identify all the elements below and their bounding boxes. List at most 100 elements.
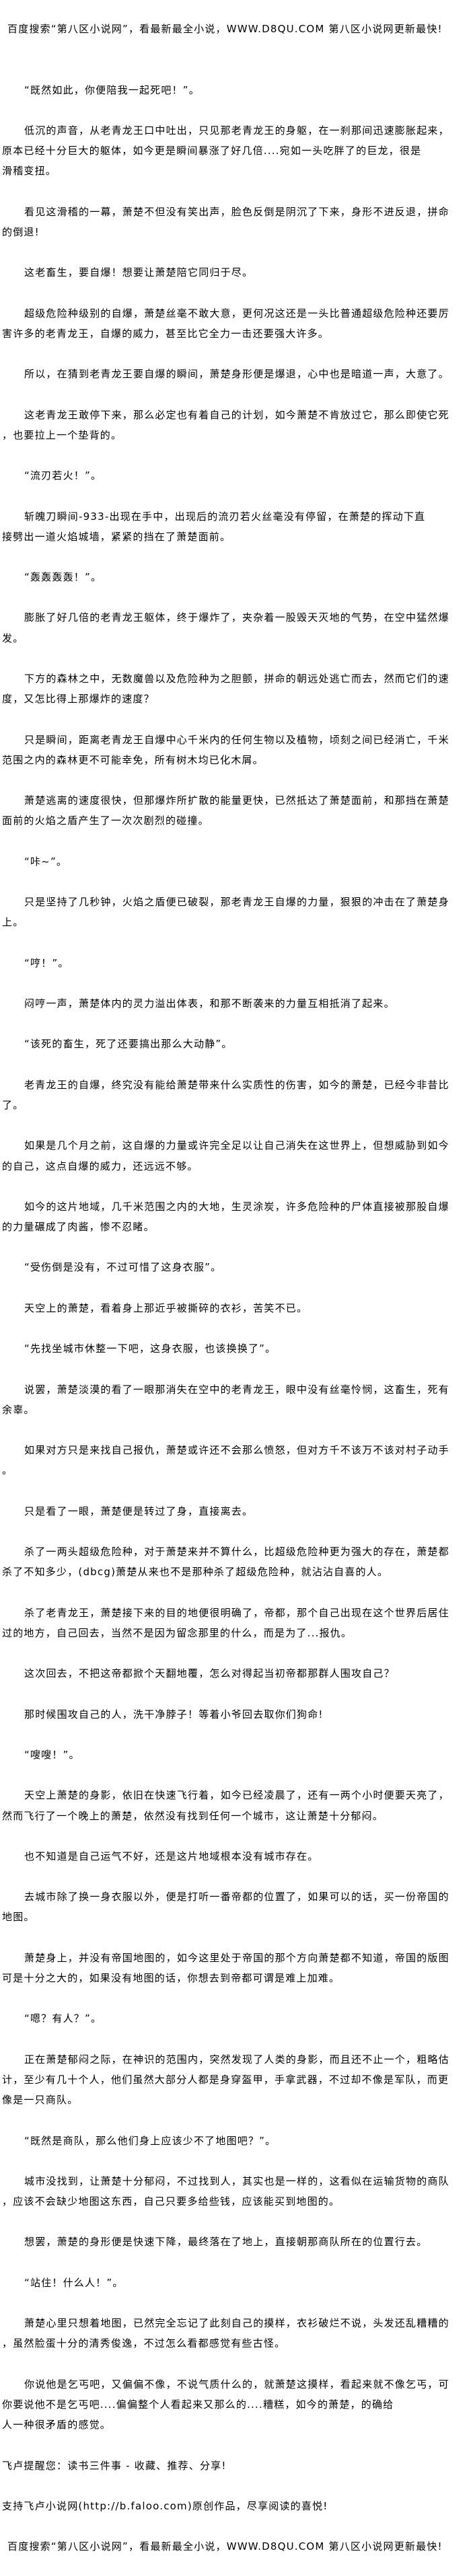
paragraph: “轰轰轰轰！”。	[0, 567, 471, 587]
paragraph-line: 那时候围攻自己的人，洗干净脖子！等着小爷回去取你们狗命!	[24, 1708, 324, 1720]
paragraph-line: 杀了老青龙王，萧楚接下来的目的地便很明确了，帝都，那个自己出现在这个世界后居住	[24, 1606, 449, 1619]
paragraph: “该死的畜生，死了还要搞出那么大动静”。	[0, 1034, 471, 1054]
paragraph-line: 这老畜生，要自爆！想要让萧楚陪它同归于尽。	[24, 266, 254, 279]
paragraph-line: 的倒退!	[2, 225, 40, 238]
paragraph-line: 面前的火焰之盾产生了一次次剧烈的碰撞。	[2, 815, 209, 827]
paragraph: 膨胀了好几倍的老青龙王躯体，终于爆炸了，夹杂着一股毁天灭地的气势，在空中猛然爆发…	[0, 607, 471, 648]
paragraph: 如今的这片地域，几千米范围之内的大地，生灵涂炭，许多危险种的尸体直接被那股自爆的…	[0, 1197, 471, 1237]
paragraph: “既然如此，你便陪我一起死吧！”。	[0, 80, 471, 100]
paragraph: 这次回去，不把这帝都掀个天翻地覆，怎么对得起当初帝都那群人围攻自己？	[0, 1663, 471, 1683]
footer-support-link[interactable]: 支持飞卢小说网(http://b.faloo.com)原创作品，尽享阅读的喜悦!	[2, 2499, 328, 2512]
paragraph-line: 地图。	[2, 1911, 35, 1924]
paragraph-line: 的力量碾成了肉酱，惨不忍睹。	[2, 1221, 155, 1234]
paragraph-line: 余辜。	[2, 1403, 35, 1416]
paragraph-line: 只是瞬间，距离老青龙王自爆中心千米内的任何生物以及植物，顷刻之间已经消亡，千米	[24, 733, 449, 746]
paragraph: 所以，在猜到老青龙王要自爆的瞬间，萧楚身形便是爆退，心中也是暗道一声，大意了。	[0, 364, 471, 384]
paragraph-line: 滑稽变扭。	[2, 165, 57, 178]
paragraph-line: 老青龙王的自爆，终究没有能给萧楚带来什么实质性的伤害，如今的萧楚，已经今非昔比	[24, 1078, 449, 1091]
chapter-document: 百度搜索“第八区小说网”，看最新最全小说，WWW.D8QU.COM 第八区小说网…	[0, 19, 471, 2556]
paragraph: “嗖嗖！”。	[0, 1745, 471, 1765]
paragraph-line: ，也要拉上一个垫背的。	[2, 428, 122, 441]
paragraph-line: 原本已经十分巨大的躯体，如今更是瞬间暴涨了好几倍....宛如一头吃胖了的巨龙，很…	[2, 145, 422, 157]
paragraph: 低沉的声音，从老青龙王口中吐出，只见那老青龙王的身躯，在一刹那间迅速膨胀起来， 原…	[0, 120, 471, 182]
paragraph-line: 上。	[2, 916, 24, 929]
paragraph-line: 萧楚心里只想着地图，已然完全忘记了此刻自己的摸样，衣衫破烂不说，头发还乱糟糟的	[24, 2317, 449, 2330]
paragraph: “受伤倒是没有，不过可惜了这身衣服”。	[0, 1257, 471, 1277]
site-banner-top: 百度搜索“第八区小说网”，看最新最全小说，WWW.D8QU.COM 第八区小说网…	[7, 23, 443, 35]
paragraph-line: “站住！什么人！”。	[24, 2276, 124, 2289]
paragraph: “流刃若火！”。	[0, 465, 471, 486]
paragraph: 只是坚持了几秒钟，火焰之盾便已破裂，那老青龙王自爆的力量，狠狠的冲击在了萧楚身上…	[0, 892, 471, 932]
paragraph-line: 斩魄刀瞬间-933-出现在手中，出现后的流刃若火丝毫没有停留，在萧楚的挥动下直	[24, 510, 426, 523]
paragraph: 老青龙王的自爆，终究没有能给萧楚带来什么实质性的伤害，如今的萧楚，已经今非昔比了…	[0, 1075, 471, 1115]
paragraph-line: 超级危险种级别的自爆，萧楚丝毫不敢大意，更何况这还是一头比普通超级危险种还要厉	[24, 307, 449, 319]
site-banner-bottom: 百度搜索“第八区小说网”，看最新最全小说，WWW.D8QU.COM 第八区小说网…	[7, 2540, 443, 2553]
paragraph-line: “嗖嗖！”。	[24, 1748, 80, 1761]
paragraph: 杀了老青龙王，萧楚接下来的目的地便很明确了，帝都，那个自己出现在这个世界后居住过…	[0, 1603, 471, 1643]
paragraph-line: “流刃若火！”。	[24, 469, 102, 482]
paragraph-line: 发。	[2, 632, 24, 644]
paragraph: “哼！”。	[0, 953, 471, 973]
paragraph: 那时候围攻自己的人，洗干净脖子！等着小爷回去取你们狗命!	[0, 1704, 471, 1725]
paragraph-line: 闷哼一声，萧楚体内的灵力溢出体表，和那不断袭来的力量互相抵消了起来。	[24, 997, 395, 1010]
paragraph-line: 的自己，这点自爆的威力，还远远不够。	[2, 1160, 198, 1172]
paragraph-line: 如今的这片地域，几千米范围之内的大地，生灵涂炭，许多危险种的尸体直接被那股自爆	[24, 1200, 449, 1213]
paragraph-line: ，应该不会缺少地图这东西，自己只要多给些钱，应该能买到地图的。	[2, 2195, 340, 2208]
paragraph: 闷哼一声，萧楚体内的灵力溢出体表，和那不断袭来的力量互相抵消了起来。	[0, 993, 471, 1014]
paragraph: 下方的森林之中，无数魔兽以及危险种为之胆颤，拼命的朝远处逃亡而去，然而它们的速度…	[0, 669, 471, 709]
paragraph-line: 过的地方，自己回去，当然不是因为留念那里的什么，而是为了...报仇。	[2, 1626, 353, 1639]
paragraph: 这老畜生，要自爆！想要让萧楚陪它同归于尽。	[0, 262, 471, 282]
paragraph: 看见这滑稽的一幕，萧楚不但没有笑出声，脸色反倒是阴沉了下来，身形不进反退，拼命的…	[0, 202, 471, 242]
paragraph-line: 计，至少有几十个人，他们虽然大部分人都是身穿盔甲，手拿武器，不过却不像是军队，而…	[2, 2073, 449, 2086]
paragraph-line: 人一种很矛盾的感觉。	[2, 2419, 112, 2431]
paragraph: “站住！什么人！”。	[0, 2273, 471, 2293]
paragraph: 超级危险种级别的自爆，萧楚丝毫不敢大意，更何况这还是一头比普通超级危险种还要厉害…	[0, 303, 471, 344]
paragraph-line: 萧楚逃离的速度很快，但那爆炸所扩散的能量更快，已然抵达了萧楚面前，和那挡在萧楚	[24, 794, 449, 807]
paragraph-line: 低沉的声音，从老青龙王口中吐出，只见那老青龙王的身躯，在一刹那间迅速膨胀起来，	[24, 124, 449, 137]
paragraph-line: “既然是商队，那么他们身上应该少不了地图吧？”。	[24, 2134, 277, 2147]
paragraph-line: 这老青龙王敢停下来，那么必定也有着自己的计划，如今萧楚不肯放过它，那么即使它死	[24, 408, 449, 421]
paragraph-line: 杀了一两头超级危险种，对于萧楚来并不算什么，比超级危险种更为强大的存在，萧楚都	[24, 1546, 449, 1558]
paragraph-line: 天空上萧楚的身影，依旧在快速飞行着，如今已经凌晨了，还有一两个小时便要天亮了，	[24, 1789, 449, 1802]
paragraph-line: 看见这滑稽的一幕，萧楚不但没有笑出声，脸色反倒是阴沉了下来，身形不进反退，拼命	[24, 205, 449, 218]
paragraph-line: “嗯？有人？”。	[24, 2012, 102, 2025]
paragraph-line: 只是看了一眼，萧楚便是转过了身，直接离去。	[24, 1505, 254, 1517]
paragraph: 去城市除了换一身衣服以外，便是打听一番帝都的位置了，如果可以的话，买一份帝国的地…	[0, 1887, 471, 1927]
paragraph-line: 所以，在猜到老青龙王要自爆的瞬间，萧楚身形便是爆退，心中也是暗道一声，大意了。	[24, 368, 449, 381]
paragraph: 斩魄刀瞬间-933-出现在手中，出现后的流刃若火丝毫没有停留，在萧楚的挥动下直接…	[0, 506, 471, 547]
paragraph: “既然是商队，那么他们身上应该少不了地图吧？”。	[0, 2131, 471, 2151]
paragraph: 如果对方只是来找自己报仇，萧楚或许还不会那么愤怒，但对方千不该万不该对村子动手。	[0, 1440, 471, 1480]
paragraph-line: 像是一只商队。	[2, 2094, 79, 2107]
paragraph-line: 你说他是乞丐吧，又偏偏不像，不说气质什么的，就萧楚这摸样，看起来就不像乞丐，可	[24, 2378, 449, 2390]
paragraph-line: 这次回去，不把这帝都掀个天翻地覆，怎么对得起当初帝都那群人围攻自己？	[24, 1667, 395, 1680]
paragraph-line: 说罢，萧楚淡漠的看了一眼那消失在空中的老青龙王，眼中没有丝毫怜悯，这畜生，死有	[24, 1383, 449, 1396]
paragraph-line: 害许多的老青龙王，自爆的威力，甚至比它全力一击还要强大许多。	[2, 327, 330, 340]
paragraph: 只是瞬间，距离老青龙王自爆中心千米内的任何生物以及植物，顷刻之间已经消亡，千米范…	[0, 730, 471, 770]
paragraph-line: ，虽然脸蛋十分的清秀俊逸，不过怎么看都感觉有些古怪。	[2, 2337, 286, 2350]
paragraph: 这老青龙王敢停下来，那么必定也有着自己的计划，如今萧楚不肯放过它，那么即使它死 ，…	[0, 405, 471, 445]
paragraph-line: 度，又怎比得上那爆炸的速度？	[2, 693, 155, 706]
paragraph: 正在萧楚郁闷之际，在神识的范围内，突然发现了人类的身影，而且还不止一个，粗略估计…	[0, 2049, 471, 2111]
paragraph-line: “咔~”。	[24, 855, 68, 868]
paragraph: 城市没找到，让萧楚十分郁闷，不过找到人，其实也是一样的，这看似在运输货物的商队，…	[0, 2171, 471, 2211]
paragraph-line: 想罢，萧楚的身形便是快速下降，最终落在了地上，直接朝那商队所在的位置行去。	[24, 2236, 428, 2248]
paragraph: 想罢，萧楚的身形便是快速下降，最终落在了地上，直接朝那商队所在的位置行去。	[0, 2232, 471, 2252]
paragraph-line: 可是十分之大的，如果没有地图的话，你想去到帝都可谓是难上加难。	[2, 1972, 340, 1984]
paragraph-line: 然而飞行了一个晚上的萧楚，依然没有找到任何一个城市，这让萧楚十分郁闷。	[2, 1809, 384, 1822]
paragraph-line: 只是坚持了几秒钟，火焰之盾便已破裂，那老青龙王自爆的力量，狠狠的冲击在了萧楚身	[24, 896, 449, 909]
paragraph-line: 膨胀了好几倍的老青龙王躯体，终于爆炸了，夹杂着一股毁天灭地的气势，在空中猛然爆	[24, 611, 449, 624]
paragraph-line: 如果对方只是来找自己报仇，萧楚或许还不会那么愤怒，但对方千不该万不该对村子动手	[24, 1444, 449, 1457]
paragraph-line: “受伤倒是没有，不过可惜了这身衣服”。	[24, 1261, 222, 1274]
paragraph: 如果是几个月之前，这自爆的力量或许完全足以让自己消失在这世界上，但想威胁到如今的…	[0, 1135, 471, 1176]
footer-reminder: 飞卢提醒您：读书三件事 - 收藏、推荐、分享!	[2, 2459, 227, 2472]
paragraph: 萧楚逃离的速度很快，但那爆炸所扩散的能量更快，已然抵达了萧楚面前，和那挡在萧楚面…	[0, 790, 471, 831]
paragraph: 萧楚心里只想着地图，已然完全忘记了此刻自己的摸样，衣衫破烂不说，头发还乱糟糟的 ，…	[0, 2313, 471, 2353]
paragraph-line: “既然如此，你便陪我一起死吧！”。	[24, 83, 200, 96]
paragraph-line: 范围之内的森林更不可能幸免，所有树木均已化木屑。	[2, 753, 264, 766]
paragraph-line: 去城市除了换一身衣服以外，便是打听一番帝都的位置了，如果可以的话，买一份帝国的	[24, 1891, 449, 1903]
paragraph: 杀了一两头超级危险种，对于萧楚来并不算什么，比超级危险种更为强大的存在，萧楚都杀…	[0, 1542, 471, 1582]
paragraph: 你说他是乞丐吧，又偏偏不像，不说气质什么的，就萧楚这摸样，看起来就不像乞丐，可你…	[0, 2374, 471, 2435]
paragraph-line: 正在萧楚郁闷之际，在神识的范围内，突然发现了人类的身影，而且还不止一个，粗略估	[24, 2053, 449, 2066]
paragraph: 说罢，萧楚淡漠的看了一眼那消失在空中的老青龙王，眼中没有丝毫怜悯，这畜生，死有余…	[0, 1379, 471, 1420]
paragraph: 只是看了一眼，萧楚便是转过了身，直接离去。	[0, 1501, 471, 1521]
